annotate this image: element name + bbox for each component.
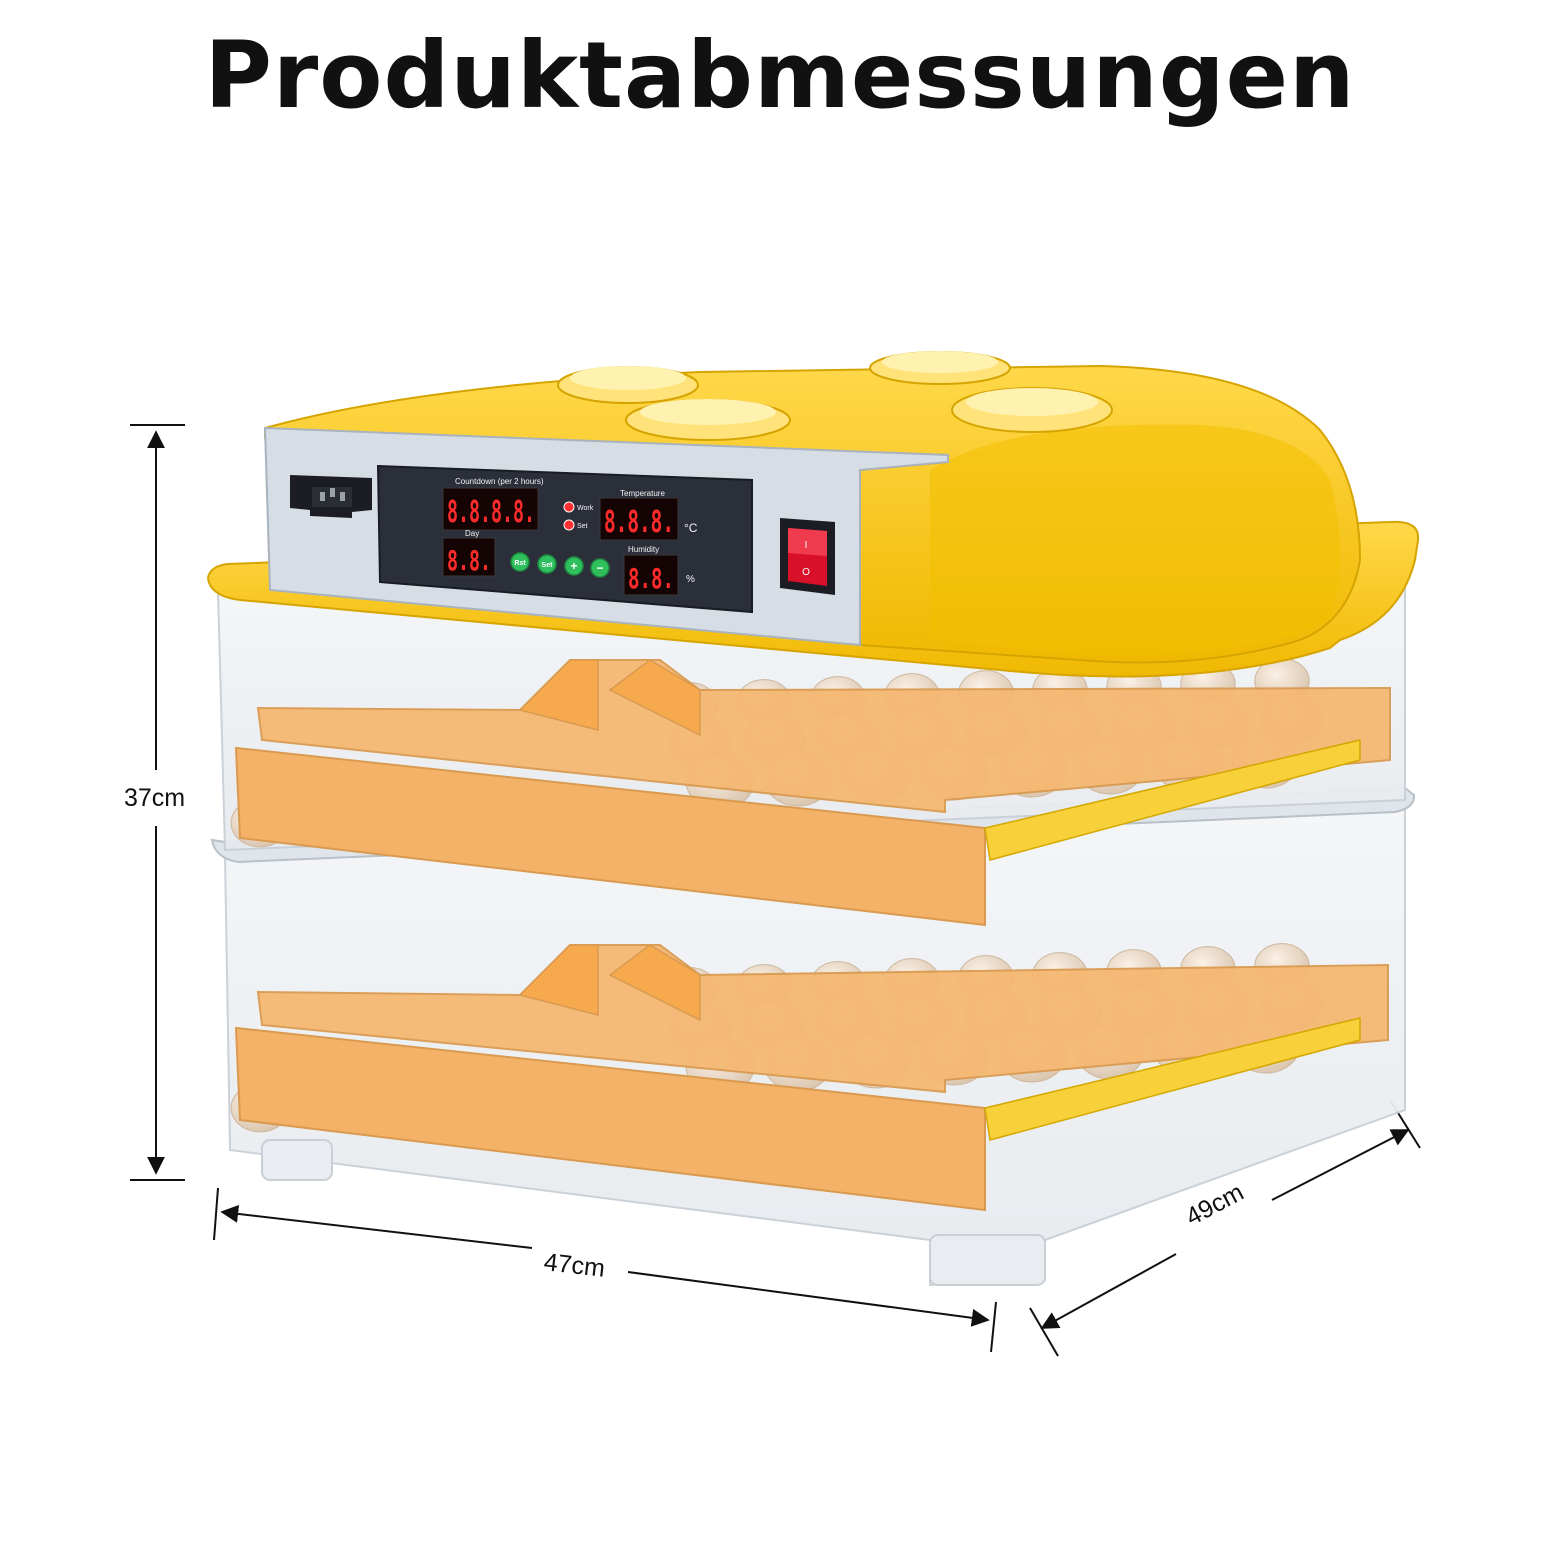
temperature-display: 8.8.8. xyxy=(604,505,674,540)
svg-text:Set: Set xyxy=(542,562,554,569)
height-label: 37cm xyxy=(124,784,186,812)
countdown-label: Countdown (per 2 hours) xyxy=(455,477,544,486)
temperature-label: Temperature xyxy=(620,489,665,498)
humidity-label: Humidity xyxy=(628,545,659,554)
egg-tray-lower xyxy=(234,944,1389,1212)
day-display: 8.8. xyxy=(447,544,491,577)
temperature-unit: °C xyxy=(684,521,698,535)
egg-tray-upper xyxy=(234,659,1391,927)
humidity-display: 8.8. xyxy=(628,562,674,595)
height-dimension xyxy=(130,424,185,1181)
svg-text:+: + xyxy=(570,559,577,573)
svg-text:Rst: Rst xyxy=(514,560,526,567)
page-title: Produktabmessungen xyxy=(204,22,1356,129)
svg-text:−: − xyxy=(596,561,603,575)
minus-button[interactable]: − xyxy=(590,558,610,578)
svg-text:O: O xyxy=(802,567,810,578)
work-indicator-label: Work xyxy=(577,505,594,512)
set-button[interactable]: Set xyxy=(537,554,557,574)
svg-text:I: I xyxy=(805,540,808,551)
day-label: Day xyxy=(465,529,479,538)
set-indicator-label: Set xyxy=(577,523,588,530)
vent-caps xyxy=(557,351,1113,441)
width-dimension xyxy=(213,1187,997,1353)
humidity-unit: % xyxy=(686,574,695,585)
plus-button[interactable]: + xyxy=(564,556,584,576)
countdown-display: 8.8.8.8. xyxy=(447,495,535,530)
control-panel: CE Countdown (per 2 hours) 8.8.8.8. Day … xyxy=(263,426,949,647)
rst-button[interactable]: Rst xyxy=(510,552,530,572)
power-socket-icon xyxy=(290,475,372,518)
power-switch-icon[interactable]: I O xyxy=(780,518,835,595)
